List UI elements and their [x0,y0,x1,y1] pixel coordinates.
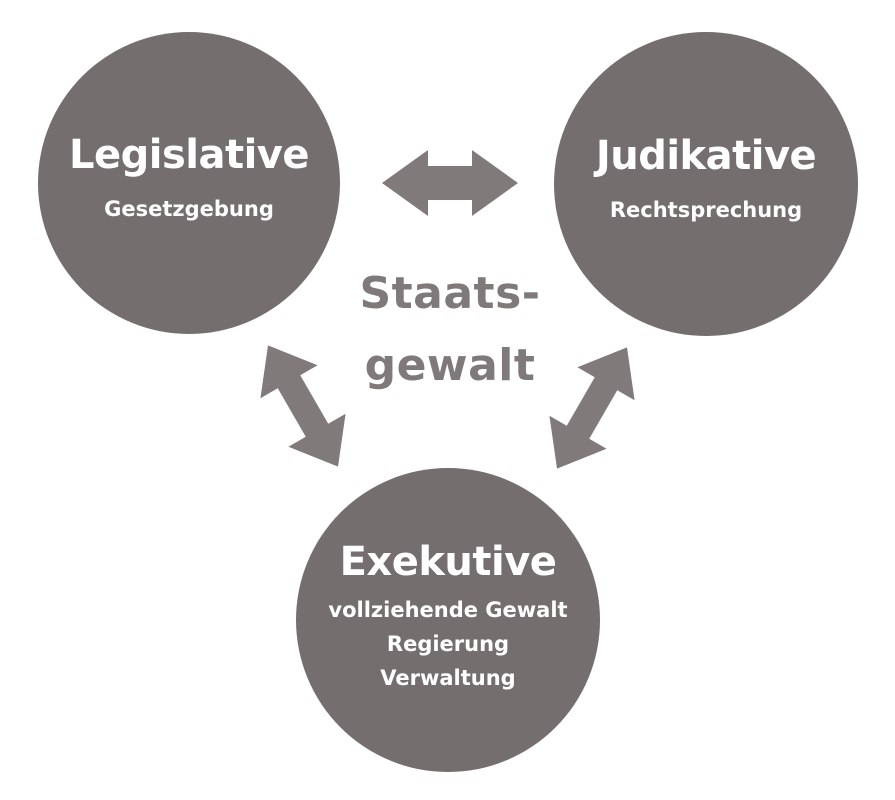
arrow-legislative-judikative [382,150,518,216]
exekutive-title: Exekutive [339,539,557,585]
judikative-title: Judikative [595,133,817,179]
exekutive-circle: Exekutive vollziehende Gewalt Regierung … [296,468,600,772]
center-label-line1: Staats- [359,268,541,319]
legislative-subtitle: Gesetzgebung [104,197,274,221]
exekutive-line: vollziehende Gewalt [328,598,568,622]
judikative-circle: Judikative Rechtsprechung [554,32,858,336]
judikative-subtitle: Rechtsprechung [609,198,803,222]
arrow-judikative-exekutive [549,347,635,469]
exekutive-line: Regierung [386,632,510,656]
arrow-legislative-exekutive [260,345,346,467]
exekutive-line: Verwaltung [380,666,516,690]
legislative-title: Legislative [68,132,310,178]
legislative-circle: Legislative Gesetzgebung [38,32,340,334]
center-label-line2: gewalt [364,340,536,391]
